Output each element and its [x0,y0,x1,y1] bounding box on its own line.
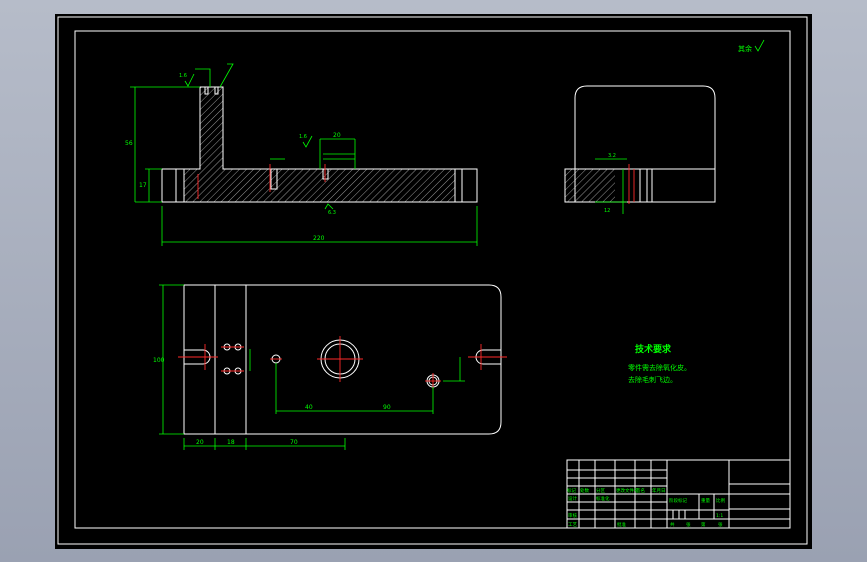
svg-text:12: 12 [604,208,610,214]
svg-text:张: 张 [686,521,691,528]
svg-text:100: 100 [153,357,165,364]
svg-text:更改文件号: 更改文件号 [616,487,639,494]
svg-text:其余: 其余 [738,44,752,53]
front-section-hatch [184,87,455,202]
svg-text:比例: 比例 [716,497,725,504]
svg-text:1:1: 1:1 [716,513,723,519]
svg-text:重量: 重量 [701,497,710,504]
svg-text:处数: 处数 [580,487,589,494]
plan-view: 100 20 18 70 40 90 [153,284,507,450]
svg-text:零件需去除氧化皮。: 零件需去除氧化皮。 [628,363,691,372]
svg-text:220: 220 [313,235,325,242]
outer-frame [57,16,808,545]
side-outline [574,85,716,203]
svg-text:标记: 标记 [567,487,576,494]
svg-text:分区: 分区 [596,487,605,494]
svg-text:阶段标记: 阶段标记 [669,497,687,504]
svg-text:工艺: 工艺 [568,522,577,528]
svg-text:共: 共 [670,521,675,528]
svg-text:6.3: 6.3 [328,210,336,216]
plan-outline [183,284,502,435]
svg-text:17: 17 [139,182,147,189]
cad-drawing: 其余 56 17 220 [57,16,808,545]
svg-text:签名: 签名 [636,487,645,494]
tech-requirements: 技术要求 零件需去除氧化皮。 去除毛刺飞边。 [628,343,691,384]
front-outline [161,86,478,203]
svg-text:90: 90 [383,404,391,411]
svg-text:3.2: 3.2 [608,153,616,159]
svg-text:18: 18 [227,439,235,446]
front-view: 56 17 220 20 1.6 1.6 6.3 [125,63,478,246]
svg-text:年月日: 年月日 [652,487,666,494]
svg-text:20: 20 [196,439,204,446]
roughness-note: 其余 [738,39,765,53]
inner-frame [74,30,791,529]
svg-text:40: 40 [305,404,313,411]
svg-text:1.6: 1.6 [299,134,307,140]
svg-text:设计: 设计 [568,495,577,502]
side-view: 3.2 12 [564,85,716,214]
svg-text:技术要求: 技术要求 [635,343,672,355]
svg-text:张: 张 [718,521,723,528]
svg-text:审核: 审核 [568,512,577,519]
svg-text:70: 70 [290,439,298,446]
svg-text:20: 20 [333,132,341,139]
cad-viewport[interactable]: 其余 56 17 220 [55,14,812,549]
svg-text:去除毛刺飞边。: 去除毛刺飞边。 [628,375,677,384]
svg-text:批准: 批准 [617,521,626,528]
svg-text:56: 56 [125,140,133,147]
title-block: 标记 处数 分区 更改文件号 签名 年月日 设计 审核 工艺 标准化 批准 阶段… [566,459,791,529]
svg-text:1.6: 1.6 [179,73,187,79]
svg-text:标准化: 标准化 [596,495,610,502]
svg-text:第: 第 [701,521,706,528]
